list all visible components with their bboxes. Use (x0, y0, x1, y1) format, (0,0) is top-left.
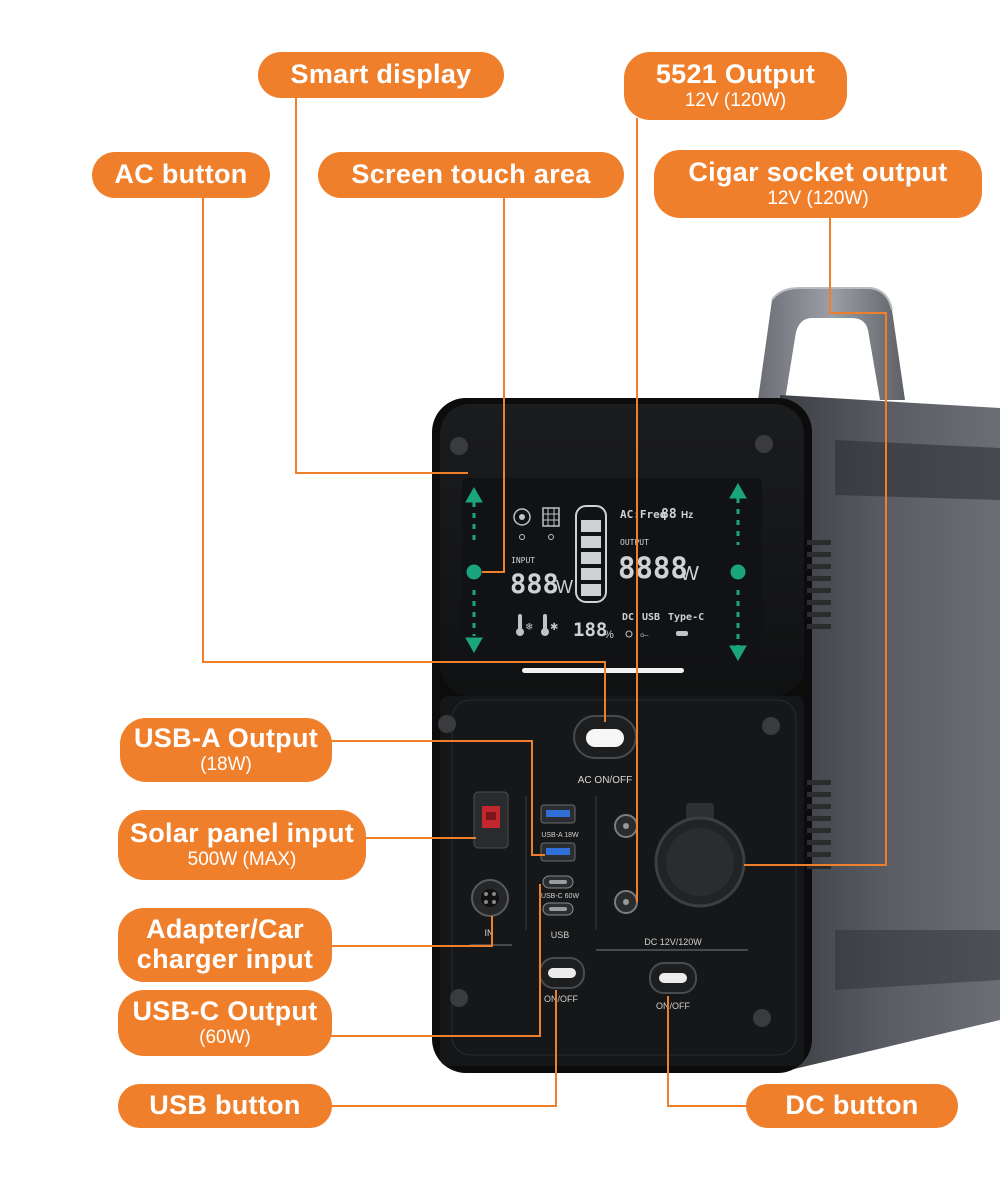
battery-gauge-icon (575, 505, 607, 603)
usb-c-output-label: USB-C Output (60W) (118, 990, 332, 1056)
svg-text:⟜: ⟜ (640, 629, 649, 641)
usb-a-port-label: USB-A 18W (541, 832, 579, 839)
ac-button[interactable] (573, 715, 637, 759)
usb-button[interactable] (539, 957, 585, 989)
smart-display-label-text: Smart display (290, 59, 472, 90)
dc-button[interactable] (649, 962, 697, 994)
output-5521-label-sub: 12V (120W) (684, 90, 787, 112)
smart-display-label: Smart display (258, 52, 504, 98)
ac-button-label-text: AC button (114, 159, 248, 190)
dc-5521-port-2 (614, 890, 638, 914)
cigar-socket-label-title: Cigar socket output (688, 156, 948, 187)
side-panel (780, 395, 1000, 1070)
screen-touch-area-label: Screen touch area (318, 152, 624, 198)
solar-input-label-title: Solar panel input (129, 817, 355, 848)
solar-panel-indicator-icon (513, 507, 560, 540)
display-typec-label: Type-C (668, 612, 704, 623)
usb-a-output-label-sub: (18W) (200, 754, 252, 776)
usb-c-port-2 (542, 902, 574, 916)
display-output-label: OUTPUT (620, 538, 649, 547)
display-input-digits: 888 (510, 569, 559, 600)
cigar-socket-label-sub: 12V (120W) (767, 188, 869, 210)
display-freq-unit: Hz (681, 510, 693, 521)
dc-button-label-text: DC button (785, 1090, 919, 1121)
leader-lines (202, 96, 887, 1107)
display-ac-freq-label: AC:Freq (620, 508, 666, 521)
dc-button-label: DC button (746, 1084, 958, 1128)
solar-input-label-sub: 500W (MAX) (187, 849, 297, 871)
solar-input-port (473, 791, 509, 849)
screen-touch-area-label-text: Screen touch area (351, 159, 591, 190)
adapter-input-label-line2: charger input (136, 944, 314, 974)
svg-text:❄: ❄ (525, 622, 533, 633)
usb-indicator-icon: ⟜ (625, 629, 688, 641)
usb-a-output-label: USB-A Output (18W) (120, 718, 332, 782)
usb-switch-label: ON/OFF (544, 994, 578, 1004)
adapter-input-port (471, 879, 509, 917)
dc-5521-port-1 (614, 814, 638, 838)
display-battery-percent: 188 (573, 619, 607, 641)
usb-button-label-text: USB button (149, 1090, 301, 1121)
ac-on-off-label: AC ON/OFF (578, 775, 632, 786)
usb-group-label: USB (551, 930, 570, 940)
display-freq-digits: 88 (661, 507, 677, 522)
solar-input-label: Solar panel input 500W (MAX) (118, 810, 366, 880)
display-dc-label: DC (622, 612, 634, 623)
usb-a-output-label-title: USB-A Output (133, 722, 319, 753)
dc-group-label: DC 12V/120W (644, 937, 702, 947)
adapter-input-label-line1: Adapter/Car (146, 914, 304, 945)
usb-c-output-label-title: USB-C Output (132, 995, 318, 1026)
temperature-icons: ❄ ✱ (516, 614, 558, 636)
display-output-digits: 8888 (618, 551, 688, 585)
light-bar (522, 668, 684, 673)
smart-display-screen (462, 478, 762, 656)
dc-switch-label: ON/OFF (656, 1001, 690, 1011)
display-output-unit: W (680, 563, 699, 585)
display-input-unit: W (556, 577, 573, 597)
touch-arrows-left (465, 486, 483, 654)
cigar-socket-port (654, 803, 746, 908)
usb-c-port-label: USB-C 60W (541, 893, 580, 900)
usb-a-port-1 (540, 804, 576, 824)
in-label: IN (485, 928, 494, 938)
usb-c-output-label-sub: (60W) (199, 1027, 251, 1049)
touch-arrows-right (729, 482, 747, 662)
usb-button-label: USB button (118, 1084, 332, 1128)
output-5521-label: 5521 Output 12V (120W) (624, 52, 847, 120)
cigar-socket-label: Cigar socket output 12V (120W) (654, 150, 982, 218)
usb-a-port-2 (540, 842, 576, 862)
ac-button-label: AC button (92, 152, 270, 198)
display-input-label: INPUT (511, 556, 535, 565)
adapter-input-label: Adapter/Car charger input (118, 908, 332, 982)
output-5521-label-title: 5521 Output (655, 58, 816, 89)
usb-c-port-1 (542, 875, 574, 889)
carry-handle (758, 287, 905, 400)
display-percent-unit: % (604, 629, 614, 641)
display-usb-label: USB (642, 612, 660, 623)
svg-text:✱: ✱ (550, 622, 558, 633)
